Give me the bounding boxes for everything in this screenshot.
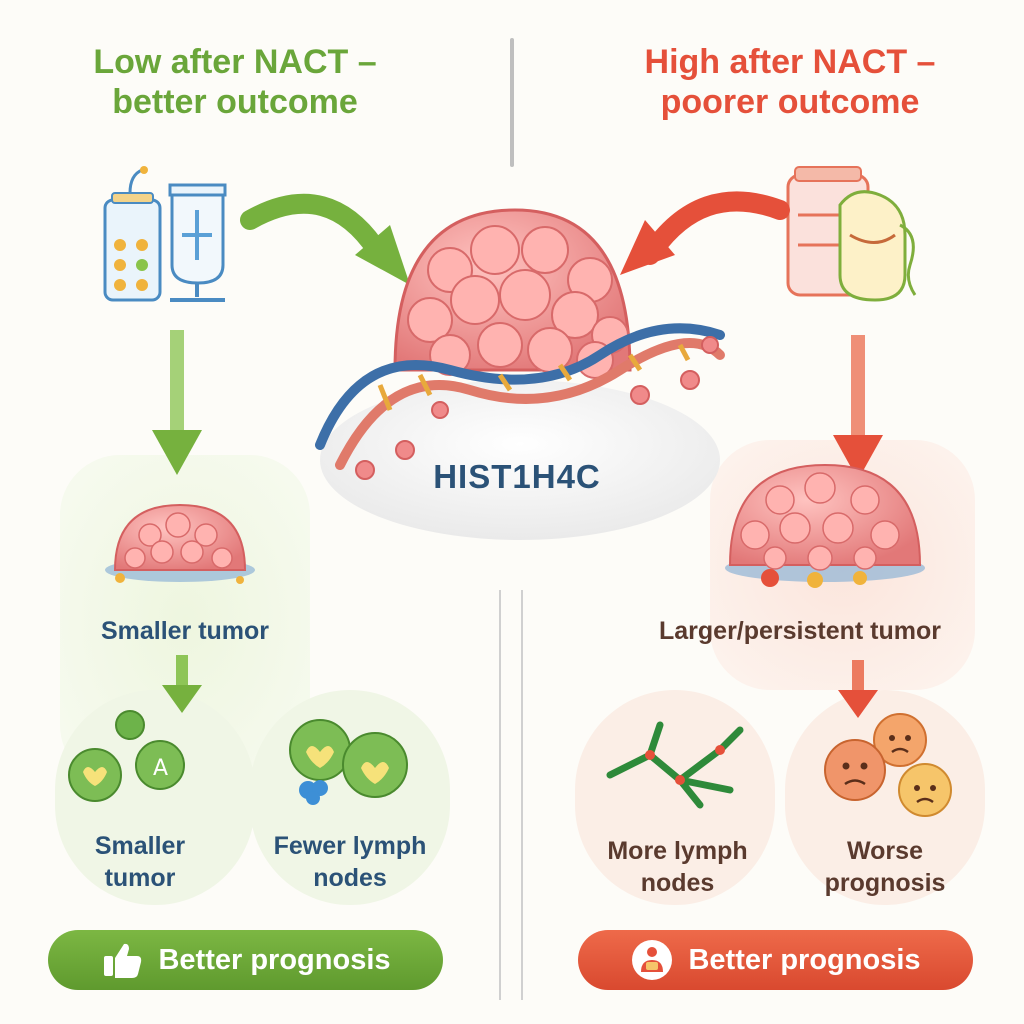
right-sub2-line1: Worse <box>847 837 923 865</box>
heart-icon <box>83 767 107 786</box>
left-sub2-line2: nodes <box>313 864 387 892</box>
lymph-network-icon <box>606 721 744 809</box>
right-prognosis-text: Better prognosis <box>688 943 921 976</box>
left-sub1-line1: Smaller <box>94 832 186 860</box>
lymph-cells-icon <box>289 719 408 805</box>
right-sub1-line1: More lymph <box>607 837 748 865</box>
right-sub2-line2: prognosis <box>824 869 946 897</box>
right-title: High after NACT – poorer outcome <box>595 42 985 122</box>
svg-text:A: A <box>153 756 168 781</box>
left-tumor-label: Smaller tumor <box>100 617 270 645</box>
left-sub2-label: Fewer lymph nodes <box>255 830 445 894</box>
iv-drip-icon <box>103 166 227 302</box>
dna-strand-red <box>335 338 725 470</box>
small-tumor-icon <box>105 503 255 584</box>
left-sub2-line1: Fewer lymph <box>273 832 427 860</box>
arrow-left-down-2 <box>162 655 202 713</box>
right-tumor-label: Larger/persistent tumor <box>658 617 941 645</box>
left-sub1-line2: tumor <box>104 864 176 892</box>
left-sub1-label: Smaller tumor <box>60 830 220 894</box>
green-cells-icon: A <box>68 710 185 802</box>
right-sub1-line2: nodes <box>640 869 715 897</box>
dna-strand-blue <box>315 323 725 450</box>
gene-label: HIST1H4C <box>433 458 601 495</box>
sad-face-icon <box>824 713 952 817</box>
thumbs-up-icon <box>104 943 142 978</box>
patient-icon <box>632 940 673 980</box>
right-sub2-label: Worse prognosis <box>800 835 970 899</box>
arrow-right-down-1 <box>833 335 883 480</box>
right-prognosis-pill: Better prognosis <box>578 930 973 990</box>
right-circle-bg-2 <box>785 690 985 905</box>
left-circle-bg-1 <box>55 690 255 905</box>
center-tumor-dna <box>315 208 725 540</box>
left-title-line1: Low after NACT – <box>93 43 377 81</box>
left-title: Low after NACT – better outcome <box>40 42 430 122</box>
left-title-line2: better outcome <box>112 83 358 121</box>
arrow-right-down-2 <box>838 660 878 718</box>
right-title-line1: High after NACT – <box>644 43 936 81</box>
right-sub1-label: More lymph nodes <box>585 835 770 899</box>
arrow-left-to-center <box>240 193 410 285</box>
left-prognosis-text: Better prognosis <box>158 943 391 976</box>
jar-icon <box>786 166 917 302</box>
arrow-left-down-1 <box>152 330 202 475</box>
cloud-base <box>320 380 720 540</box>
left-prognosis-pill: Better prognosis <box>48 930 443 990</box>
large-tumor-icon <box>725 463 925 588</box>
right-title-line2: poorer outcome <box>660 83 920 121</box>
arrow-right-to-center <box>620 191 790 275</box>
